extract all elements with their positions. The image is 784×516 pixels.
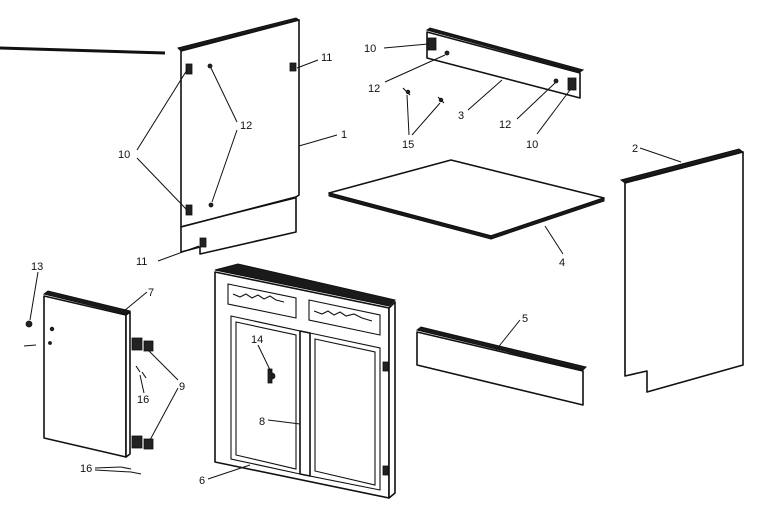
callout-3: 3 — [458, 110, 464, 122]
side-panel-left — [177, 17, 301, 255]
callout-10-right: 10 — [526, 139, 538, 151]
callout-15: 15 — [402, 139, 414, 151]
callout-labels: 1 2 3 4 5 6 7 8 9 10 10 10 11 11 12 12 1… — [31, 43, 638, 487]
callout-5: 5 — [522, 313, 528, 325]
callout-12-right: 12 — [499, 119, 511, 131]
callout-7: 7 — [148, 287, 154, 299]
bottom-shelf — [328, 159, 605, 240]
leader-lines — [29, 43, 682, 480]
callout-1: 1 — [341, 129, 347, 141]
callout-11-bottom: 11 — [136, 256, 147, 268]
callout-12-left: 12 — [240, 120, 252, 132]
back-rail — [402, 27, 585, 104]
callout-12-rail: 12 — [368, 83, 380, 95]
callout-6: 6 — [199, 475, 205, 487]
callout-16-bottom: 16 — [80, 463, 92, 475]
callout-16-middle: 16 — [137, 394, 149, 406]
callout-11-top: 11 — [321, 52, 332, 64]
callout-10-top: 10 — [364, 43, 376, 55]
callout-8: 8 — [259, 416, 265, 428]
callout-13: 13 — [31, 261, 43, 273]
callout-10-left: 10 — [118, 149, 130, 161]
side-panel-right — [619, 148, 745, 393]
callout-2: 2 — [632, 143, 638, 155]
toe-kick — [415, 326, 587, 406]
header-rule — [0, 46, 166, 55]
door — [23, 290, 154, 475]
callout-14: 14 — [251, 334, 263, 346]
callout-4: 4 — [559, 257, 565, 269]
callout-9: 9 — [179, 381, 185, 393]
face-frame — [214, 263, 396, 499]
